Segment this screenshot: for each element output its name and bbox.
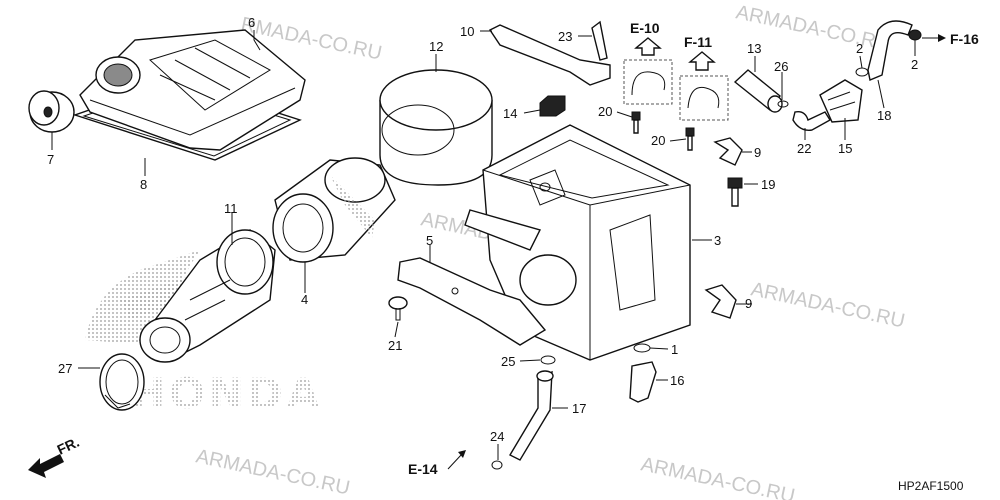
callout-2: 2 bbox=[856, 41, 863, 56]
ref-e10-group: E-10 bbox=[623, 20, 673, 105]
part-4-filter bbox=[272, 157, 396, 263]
part-15-separator bbox=[819, 79, 863, 123]
ref-e10-label: E-10 bbox=[630, 20, 660, 36]
part-12-foam bbox=[379, 69, 493, 186]
ref-f16-group: F-16 bbox=[922, 31, 979, 47]
ref-f11-group: F-11 bbox=[679, 34, 729, 121]
part-11-tube bbox=[138, 229, 276, 363]
callout-14: 14 bbox=[503, 106, 517, 121]
watermark: ARMADA-CO.RU bbox=[639, 453, 797, 500]
part-2-clip-b bbox=[908, 29, 922, 41]
callout-6: 6 bbox=[248, 15, 255, 30]
callout-18: 18 bbox=[877, 108, 891, 123]
callout-1: 1 bbox=[671, 342, 678, 357]
honda-logo-text: HONDA bbox=[130, 369, 323, 418]
part-25-clip bbox=[540, 355, 556, 365]
diagram-code: HP2AF1500 bbox=[898, 479, 964, 493]
part-19-bolt bbox=[727, 177, 743, 207]
callout-26: 26 bbox=[774, 59, 788, 74]
part-20-screw-a bbox=[631, 111, 641, 134]
part-10-strap bbox=[488, 24, 611, 86]
part-3-case bbox=[464, 124, 691, 361]
part-1-clip bbox=[633, 343, 651, 353]
callout-8: 8 bbox=[140, 177, 147, 192]
part-21-rivet bbox=[388, 296, 408, 321]
part-9-clip-b bbox=[704, 284, 737, 319]
ref-f11-label: F-11 bbox=[684, 34, 712, 50]
callout-10: 10 bbox=[460, 24, 474, 39]
callout-20: 20 bbox=[598, 104, 612, 119]
part-20-screw-b bbox=[685, 127, 695, 151]
part-18-hose bbox=[867, 20, 913, 81]
watermark: ARMADA-CO.RU bbox=[194, 445, 352, 499]
ref-e14-label: E-14 bbox=[408, 461, 438, 477]
callout-9: 9 bbox=[754, 145, 761, 160]
callout-5: 5 bbox=[426, 233, 433, 248]
watermark: ARMADA-CO.RU bbox=[749, 278, 907, 332]
callout-13: 13 bbox=[747, 41, 761, 56]
callout-24: 24 bbox=[490, 429, 504, 444]
callout-17: 17 bbox=[572, 401, 586, 416]
callout-9: 9 bbox=[745, 296, 752, 311]
part-24-clip bbox=[491, 460, 503, 470]
ref-e14-group: E-14 bbox=[408, 450, 466, 477]
callout-20: 20 bbox=[651, 133, 665, 148]
callout-27: 27 bbox=[58, 361, 72, 376]
callout-23: 23 bbox=[558, 29, 572, 44]
part-2-clip-a bbox=[855, 67, 869, 77]
callout-7: 7 bbox=[47, 152, 54, 167]
callout-21: 21 bbox=[388, 338, 402, 353]
callout-15: 15 bbox=[838, 141, 852, 156]
callout-16: 16 bbox=[670, 373, 684, 388]
callout-labels: 6 7 8 11 4 27 12 5 21 10 23 14 20 20 9 1… bbox=[47, 15, 918, 444]
callout-22: 22 bbox=[797, 141, 811, 156]
part-27-clamp bbox=[99, 353, 145, 411]
part-26-clip bbox=[777, 100, 789, 108]
ref-f16-label: F-16 bbox=[950, 31, 979, 47]
callout-4: 4 bbox=[301, 292, 308, 307]
callout-25: 25 bbox=[501, 354, 515, 369]
part-17-drain-tube bbox=[509, 370, 554, 461]
part-13-tube bbox=[733, 69, 783, 113]
part-9-clip-a bbox=[713, 137, 743, 166]
callout-12: 12 bbox=[429, 39, 443, 54]
part-23-band bbox=[591, 20, 608, 61]
part-14-block bbox=[539, 95, 566, 117]
callout-3: 3 bbox=[714, 233, 721, 248]
callout-11: 11 bbox=[224, 201, 238, 216]
callout-19: 19 bbox=[761, 177, 775, 192]
part-16-plug bbox=[629, 361, 657, 403]
leader-lines bbox=[51, 30, 916, 460]
part-7-cap bbox=[28, 90, 75, 133]
callout-2: 2 bbox=[911, 57, 918, 72]
part-22-elbow bbox=[792, 110, 831, 131]
front-direction-marker: FR. bbox=[28, 434, 82, 478]
fr-label: FR. bbox=[55, 434, 82, 458]
part-6-cover bbox=[79, 29, 306, 151]
part-5-plate bbox=[397, 257, 547, 346]
